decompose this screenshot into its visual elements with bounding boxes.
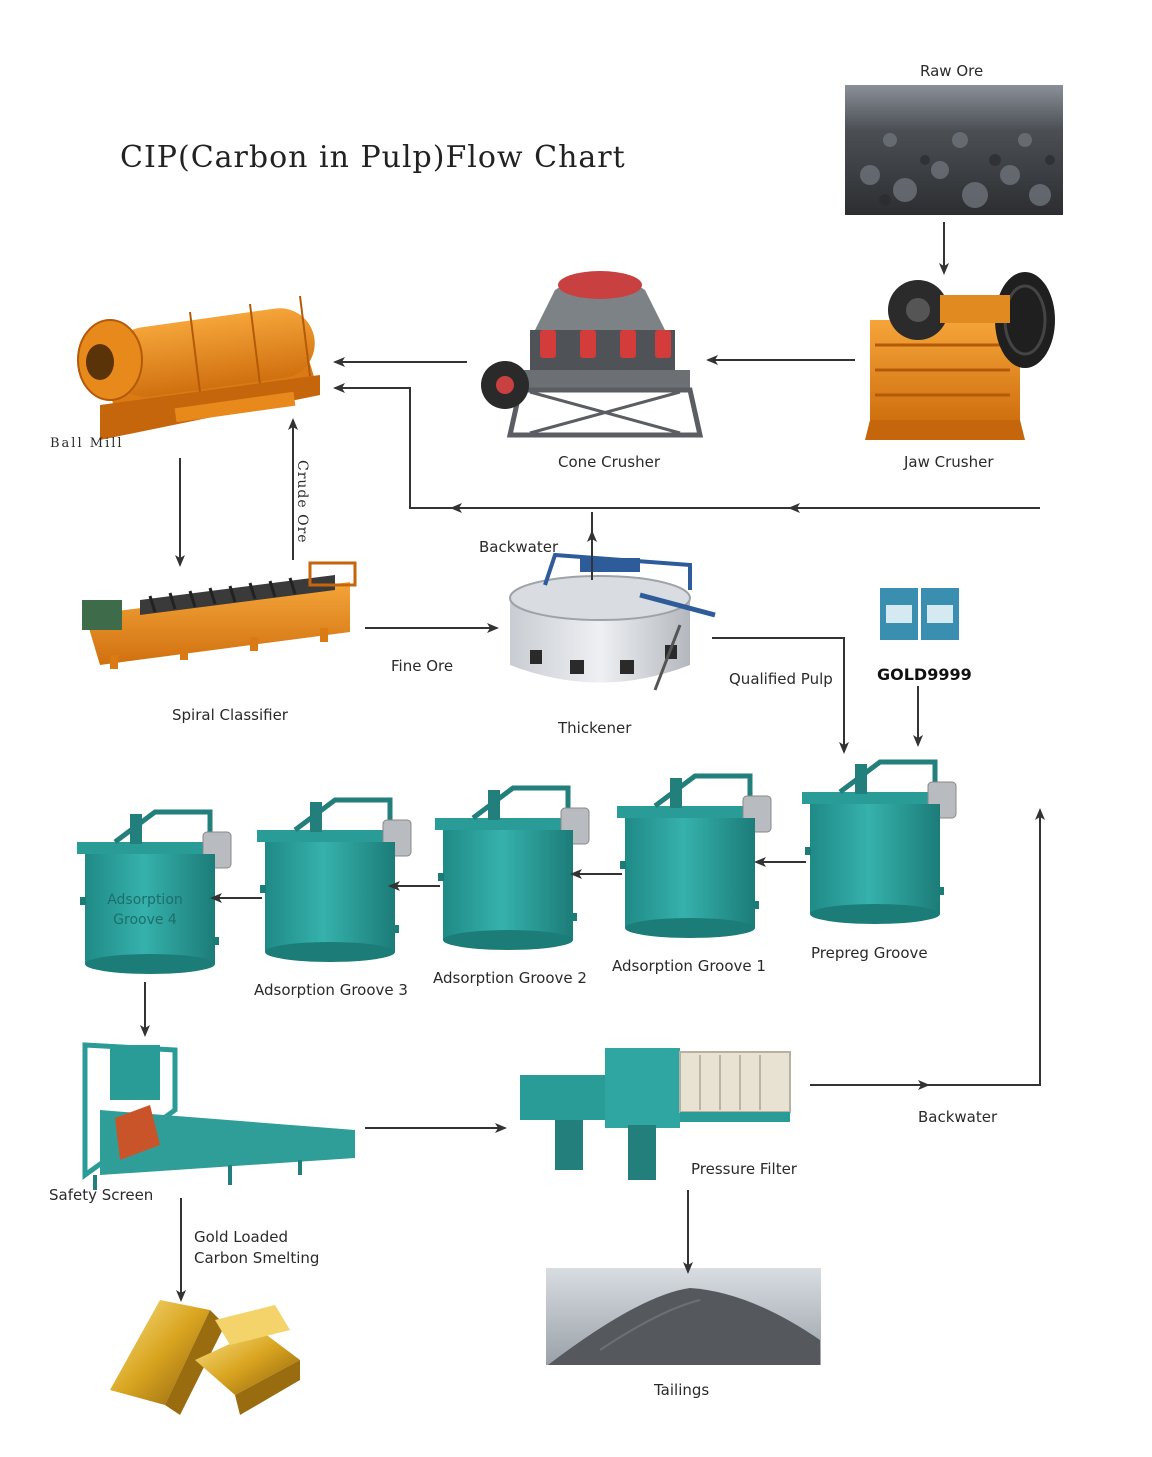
label-ball-mill: Ball Mill: [50, 436, 124, 451]
label-adsorption-groove-1: Adsorption Groove 1: [612, 957, 766, 975]
label-prepreg-groove: Prepreg Groove: [811, 944, 928, 962]
cyanide-bags-icon: [880, 588, 959, 640]
prepreg-groove-tank-icon: [802, 762, 956, 924]
label-jaw-crusher: Jaw Crusher: [904, 453, 994, 471]
label-adsorption-groove-2: Adsorption Groove 2: [433, 969, 587, 987]
pressure-filter-icon: [520, 1048, 791, 1180]
arrow-thickener-to-prepreg: [712, 637, 849, 754]
label-gold-loaded-2: Carbon Smelting: [194, 1249, 320, 1267]
label-gold9999: GOLD9999: [877, 665, 972, 684]
spiral-classifier-icon: [82, 561, 357, 669]
gold-bars-icon: [110, 1300, 300, 1415]
adsorption-groove-2-tank-icon: [435, 788, 589, 950]
page-title: CIP(Carbon in Pulp)Flow Chart: [120, 140, 626, 175]
cone-crusher-icon: [481, 271, 704, 438]
label-safety-screen: Safety Screen: [49, 1186, 154, 1204]
arrow-backwater-to-mill: [333, 383, 1040, 509]
label-backwater-right: Backwater: [918, 1108, 998, 1126]
label-thickener: Thickener: [558, 719, 632, 737]
label-adsorption-groove-3: Adsorption Groove 3: [254, 981, 408, 999]
label-cone-crusher: Cone Crusher: [558, 453, 661, 471]
label-fine-ore: Fine Ore: [391, 657, 454, 675]
raw-ore-image: [845, 85, 1063, 215]
flow-arrows: [140, 222, 1045, 1302]
label-crude-ore: Crude Ore: [294, 460, 310, 544]
thickener-icon: [509, 552, 716, 691]
adsorption-groove-1-tank-icon: [617, 776, 771, 938]
tank-text-line1: Adsorption: [107, 892, 183, 908]
safety-screen-icon: [82, 1042, 355, 1190]
label-backwater-top: Backwater: [479, 538, 559, 556]
ball-mill-icon: [77, 295, 320, 440]
jaw-crusher-icon: [865, 272, 1055, 440]
label-tailings: Tailings: [654, 1381, 710, 1399]
label-spiral-classifier: Spiral Classifier: [172, 706, 288, 724]
tailings-pile-icon: [546, 1268, 821, 1365]
label-qualified-pulp: Qualified Pulp: [729, 670, 833, 688]
adsorption-groove-3-tank-icon: [257, 800, 411, 962]
label-gold-loaded-1: Gold Loaded: [194, 1228, 288, 1246]
label-adsorption-groove-4: Adsorption Groove 4: [90, 890, 200, 930]
label-pressure-filter: Pressure Filter: [691, 1160, 797, 1178]
label-raw-ore: Raw Ore: [920, 62, 984, 80]
tank-text-line2: Groove 4: [113, 912, 177, 928]
